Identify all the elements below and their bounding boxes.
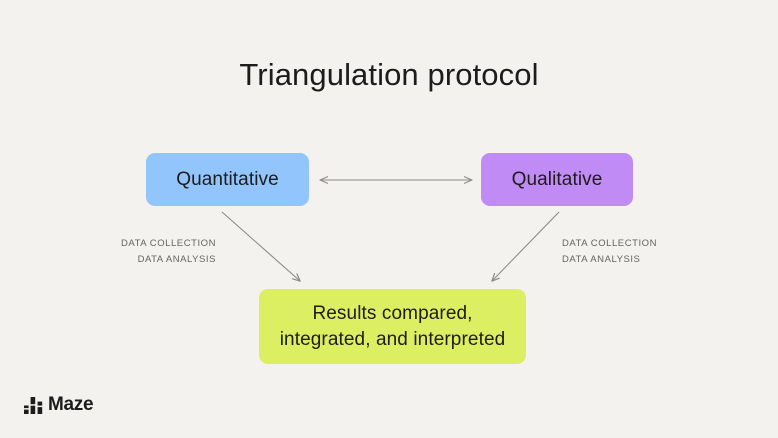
caption-right-line2: DATA ANALYSIS [562, 254, 641, 265]
caption-left-line2: DATA ANALYSIS [137, 254, 216, 265]
connector-quantitative-results [221, 211, 301, 282]
node-results-label: Results compared, integrated, and interp… [280, 301, 506, 353]
caption-left-line1: DATA COLLECTION [121, 238, 216, 249]
connector-qualitative-results [491, 211, 560, 282]
node-qualitative[interactable]: Qualitative [481, 153, 633, 206]
node-quantitative[interactable]: Quantitative [146, 153, 309, 206]
node-qualitative-label: Qualitative [511, 169, 603, 190]
node-quantitative-label: Quantitative [176, 169, 279, 190]
caption-right: DATA COLLECTION DATA ANALYSIS [562, 236, 682, 268]
node-results-label-line1: Results compared, [312, 302, 473, 324]
page-title: Triangulation protocol [239, 57, 539, 92]
brand-wordmark: Maze [48, 394, 94, 415]
node-results[interactable]: Results compared, integrated, and interp… [259, 289, 526, 364]
caption-left: DATA COLLECTION DATA ANALYSIS [96, 236, 216, 268]
maze-bars-icon [24, 397, 43, 414]
node-results-label-line2: integrated, and interpreted [279, 328, 506, 350]
caption-right-line1: DATA COLLECTION [562, 238, 657, 249]
brand-logo: Maze [24, 392, 94, 415]
